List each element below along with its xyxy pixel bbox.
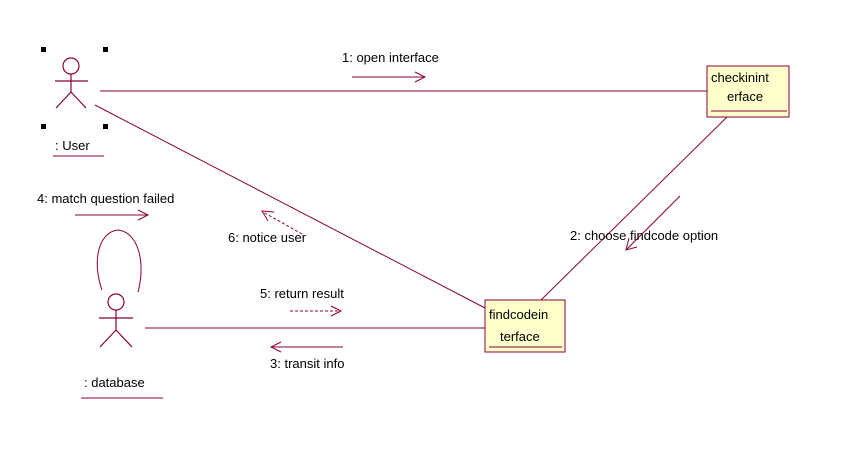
- actor-database-icon: [99, 293, 133, 348]
- message-1[interactable]: 1: open interface: [342, 50, 439, 83]
- message-2-arrowhead: [625, 237, 638, 251]
- checkininterface-label-line1: checkinint: [711, 70, 769, 85]
- message-5[interactable]: 5: return result: [260, 286, 344, 317]
- selection-handle[interactable]: [41, 47, 46, 52]
- actor-user-icon: [55, 57, 88, 109]
- message-3-label: 3: transit info: [270, 356, 344, 371]
- findcodeinterface-label-line2: terface: [500, 329, 540, 344]
- message-3-arrowhead: [269, 341, 282, 353]
- message-3[interactable]: 3: transit info: [269, 341, 344, 371]
- message-4[interactable]: 4: match question failed: [37, 191, 174, 221]
- checkininterface-label-line2: erface: [727, 89, 763, 104]
- message-1-arrowhead: [414, 71, 427, 83]
- findcodeinterface-object[interactable]: findcodein terface: [484, 299, 566, 353]
- message-4-label: 4: match question failed: [37, 191, 174, 206]
- selection-handle[interactable]: [103, 124, 108, 129]
- user-actor[interactable]: : User: [41, 47, 108, 157]
- self-link-database[interactable]: [96, 229, 142, 293]
- message-1-label: 1: open interface: [342, 50, 439, 65]
- message-2-arrow: [626, 195, 681, 250]
- link-user-findcode[interactable]: [94, 104, 486, 309]
- message-6-arrowhead: [261, 210, 275, 222]
- message-2[interactable]: 2: choose findcode option: [570, 195, 718, 251]
- message-6-label: 6: notice user: [228, 230, 307, 245]
- message-6[interactable]: 6: notice user: [228, 210, 307, 245]
- selection-handle[interactable]: [103, 47, 108, 52]
- selection-handle[interactable]: [41, 124, 46, 129]
- message-4-arrowhead: [137, 209, 150, 221]
- checkininterface-box: [706, 65, 790, 118]
- findcodeinterface-box: [484, 299, 566, 353]
- findcodeinterface-label-line1: findcodein: [489, 307, 548, 322]
- database-actor[interactable]: : database: [81, 293, 163, 399]
- message-2-label: 2: choose findcode option: [570, 228, 718, 243]
- message-5-arrowhead: [330, 305, 343, 317]
- message-5-label: 5: return result: [260, 286, 344, 301]
- message-6-arrow: [262, 211, 303, 235]
- actor-user-label: : User: [55, 138, 90, 153]
- checkininterface-object[interactable]: checkinint erface: [706, 65, 790, 118]
- link-checkin-findcode[interactable]: [540, 116, 728, 301]
- actor-database-label: : database: [84, 375, 145, 390]
